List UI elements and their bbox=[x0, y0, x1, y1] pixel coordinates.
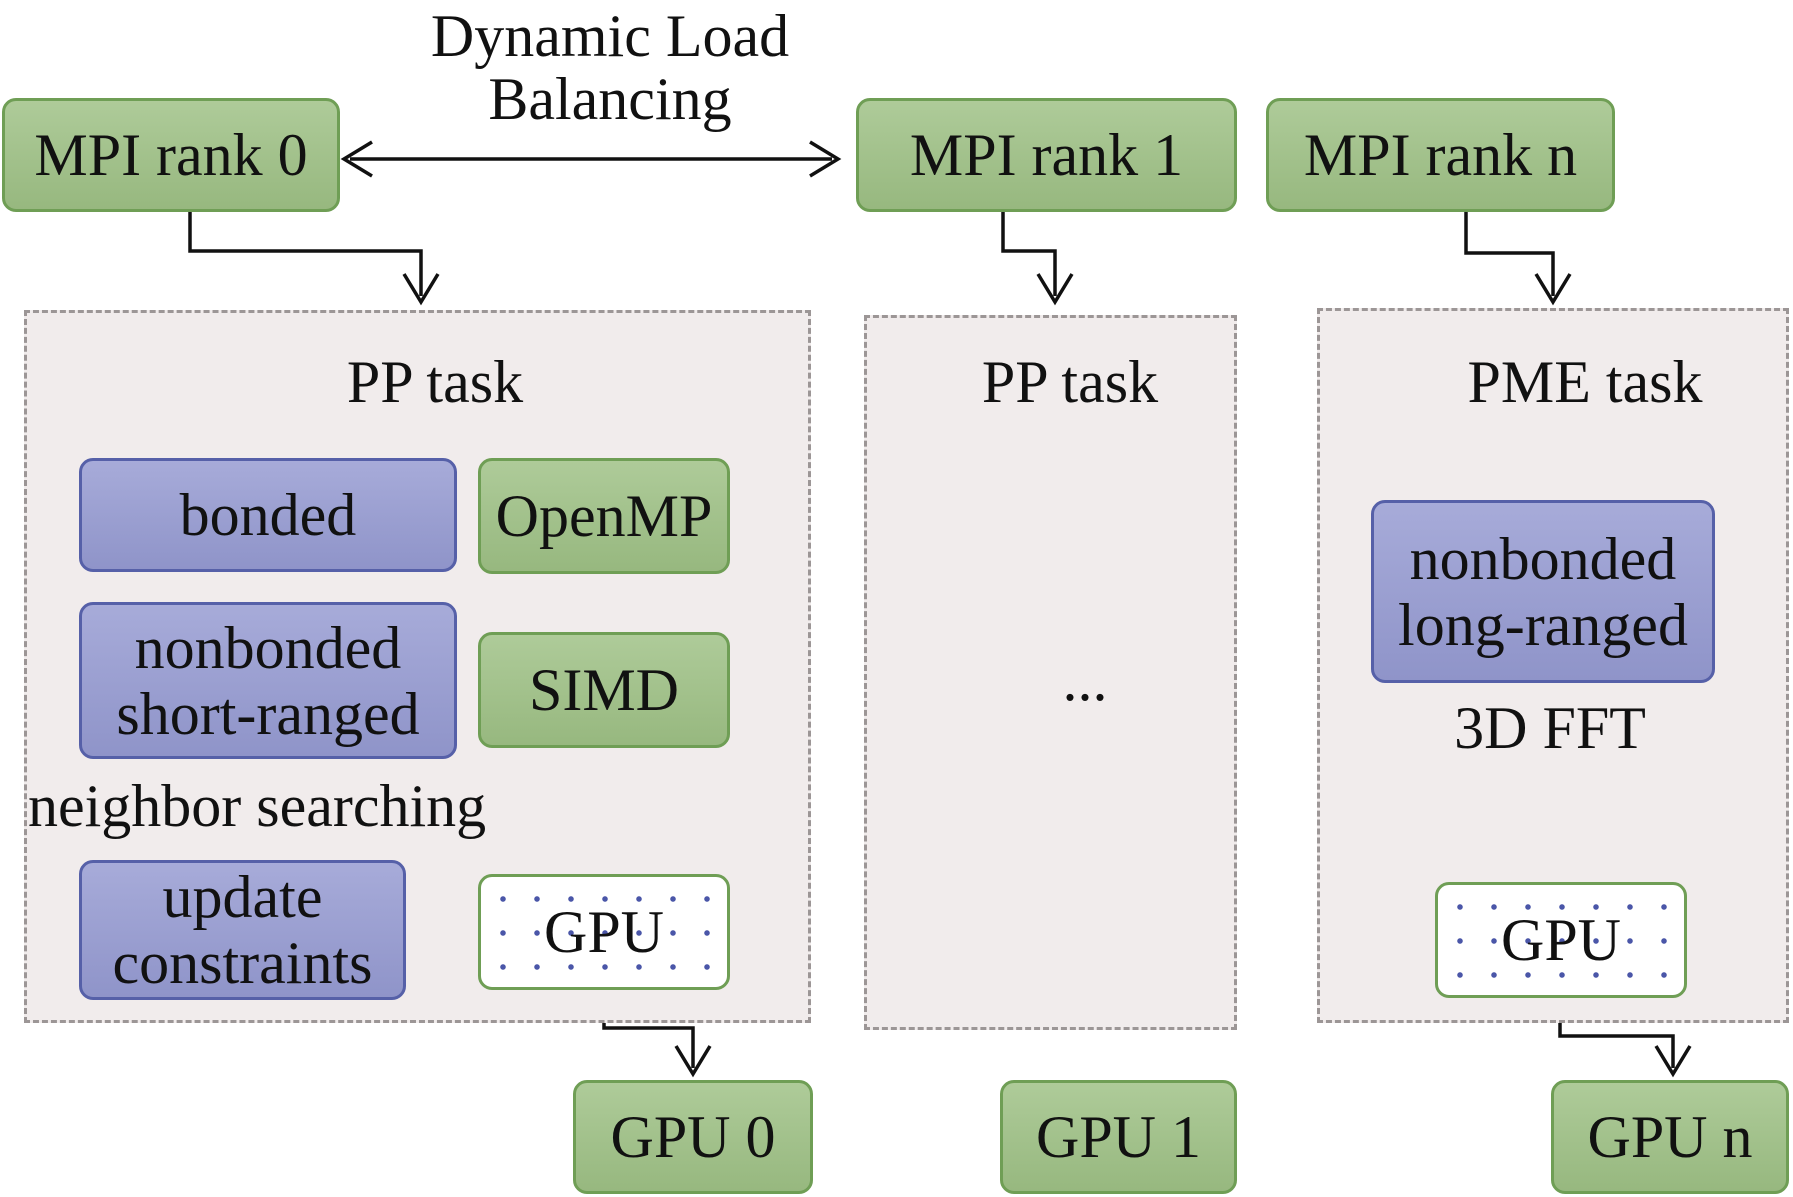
pme-gpu-block: GPU bbox=[1435, 882, 1687, 998]
mpi-rank-1-box: MPI rank 1 bbox=[856, 98, 1237, 212]
nonbonded-long-ranged-box: nonbonded long-ranged bbox=[1371, 500, 1715, 683]
neighbor-searching-label: neighbor searching bbox=[28, 773, 487, 839]
rankn-to-pme-task-connector bbox=[1464, 211, 1555, 296]
pp-task-title-0: PP task bbox=[346, 348, 524, 415]
balancing-label: Dynamic Load Balancing bbox=[430, 3, 790, 132]
gpu-0-box: GPU 0 bbox=[573, 1080, 813, 1194]
3d-fft-label: 3D FFT bbox=[1454, 695, 1646, 761]
rank0-arrowhead bbox=[402, 273, 440, 306]
update-constraints-box: update constraints bbox=[79, 860, 406, 1000]
nonbonded-short-ranged-box: nonbonded short-ranged bbox=[79, 602, 457, 759]
pp-task-container-1 bbox=[864, 315, 1237, 1030]
rank0-to-pp-task-connector bbox=[188, 211, 423, 296]
bonded-box: bonded bbox=[79, 458, 457, 572]
balancing-arrowhead-left bbox=[340, 140, 373, 178]
mpi-rank-n-box: MPI rank n bbox=[1266, 98, 1615, 212]
ellipsis-placeholder: ... bbox=[1062, 647, 1108, 713]
pme-task-title: PME task bbox=[1467, 348, 1703, 415]
gpu-n-box: GPU n bbox=[1551, 1080, 1789, 1194]
rankn-arrowhead bbox=[1534, 273, 1572, 306]
simd-box: SIMD bbox=[478, 632, 730, 748]
pp-task-title-1: PP task bbox=[981, 348, 1159, 415]
balancing-arrowhead-right bbox=[809, 140, 842, 178]
gpun-arrowhead bbox=[1654, 1045, 1692, 1078]
openmp-box: OpenMP bbox=[478, 458, 730, 574]
pp-gpu-block: GPU bbox=[478, 874, 730, 990]
mpi-rank-0-box: MPI rank 0 bbox=[2, 98, 340, 212]
gpu0-arrowhead bbox=[674, 1045, 712, 1078]
rank1-arrowhead bbox=[1036, 273, 1074, 306]
gpu-1-box: GPU 1 bbox=[1000, 1080, 1237, 1194]
rank1-to-pp-task-connector bbox=[1001, 211, 1057, 296]
